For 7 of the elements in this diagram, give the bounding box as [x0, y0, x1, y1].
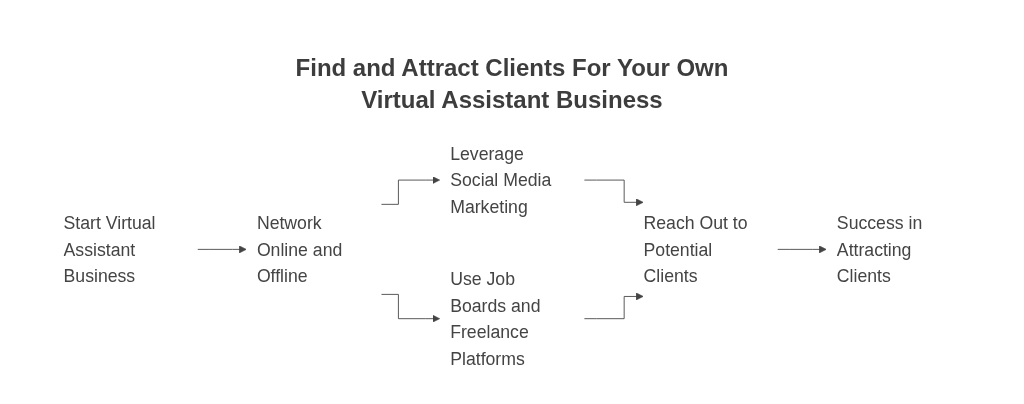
node-text: Network Online and Offline — [256, 213, 343, 286]
node-text: Success in Attracting Clients — [836, 213, 923, 286]
node-text: Leverage Social Media Marketing — [450, 143, 552, 217]
diagram-title: Find and Attract Clients For Your Own Virtual Assistant Business — [294, 53, 730, 115]
node-text: Use Job Boards and Freelance Platforms — [450, 269, 541, 369]
node-text: Reach Out to Potential Clients — [643, 213, 748, 286]
node-text: Start Virtual Assistant Business — [63, 213, 156, 286]
